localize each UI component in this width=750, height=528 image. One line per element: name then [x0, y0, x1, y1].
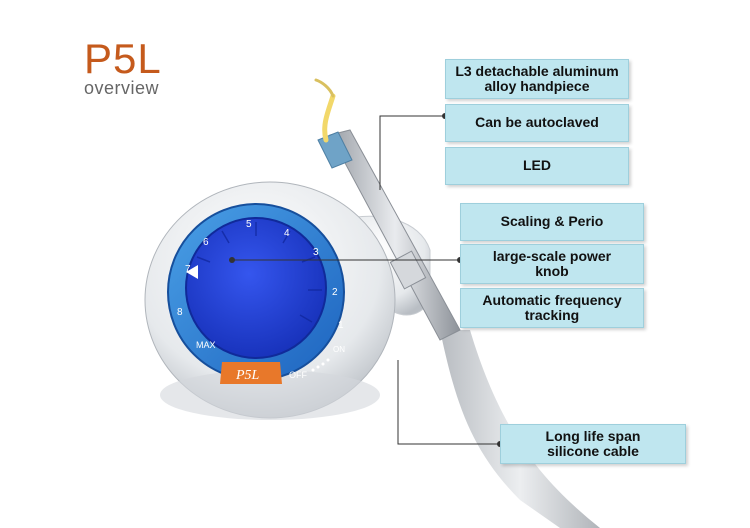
- callout-scaling: Scaling & Perio: [460, 203, 644, 241]
- dial-number: 7: [185, 264, 191, 275]
- product-title: P5L: [84, 35, 162, 82]
- callout-autoclave-text: Can be autoclaved: [475, 114, 599, 131]
- callout-cable: Long life span silicone cable: [500, 424, 686, 464]
- handpiece: [314, 78, 461, 341]
- on-label: ON: [333, 345, 345, 354]
- dial-number: 4: [284, 228, 290, 239]
- brand-panel: [220, 362, 282, 384]
- dial-number: 5: [246, 219, 252, 230]
- callout-cable-text: Long life span silicone cable: [545, 427, 641, 459]
- callout-handpiece: L3 detachable aluminum alloy handpiece: [445, 59, 629, 99]
- callout-autoclave: Can be autoclaved: [445, 104, 629, 142]
- dial-number: 1: [338, 320, 344, 331]
- dial-number: 8: [177, 307, 183, 318]
- dial-number: 6: [203, 237, 209, 248]
- dial-number: 2: [332, 287, 338, 298]
- callout-frequency-text: Automatic frequency tracking: [482, 291, 622, 323]
- dial-number: 3: [313, 247, 319, 258]
- callout-led: LED: [445, 147, 629, 185]
- on-off-indicator-dots: [311, 358, 330, 372]
- callout-handpiece-text: L3 detachable aluminum alloy handpiece: [455, 62, 619, 94]
- power-knob[interactable]: [185, 217, 327, 359]
- callout-knob-text: large-scale power knob: [492, 247, 612, 279]
- off-label: OFF: [289, 370, 307, 380]
- max-label: MAX: [196, 340, 216, 350]
- callout-frequency: Automatic frequency tracking: [460, 288, 644, 328]
- brand-label: P5L: [235, 368, 260, 383]
- callout-knob: large-scale power knob: [460, 244, 644, 284]
- callout-led-text: LED: [523, 157, 551, 174]
- callout-scaling-text: Scaling & Perio: [500, 213, 604, 230]
- overview-subtitle: overview: [84, 78, 160, 98]
